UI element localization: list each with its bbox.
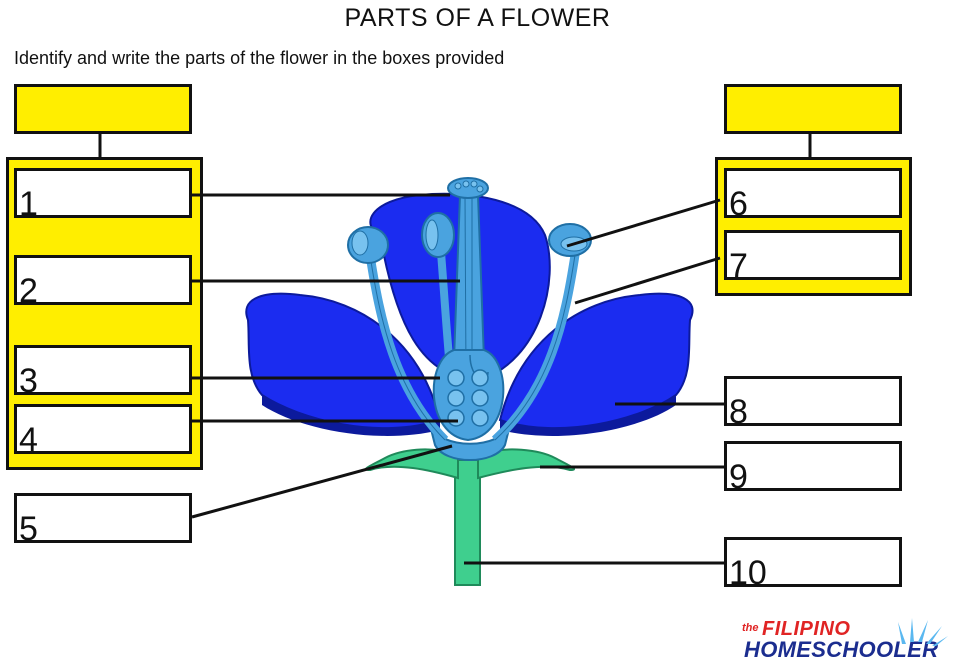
instruction-text: Identify and write the parts of the flow… (14, 48, 505, 68)
label-box-6[interactable]: 6 (724, 168, 902, 223)
anther-middle (421, 212, 455, 258)
page-title: PARTS OF A FLOWER (344, 4, 611, 32)
label-box-1[interactable]: 1 (14, 168, 192, 223)
label-number-2: 2 (19, 272, 38, 310)
logo-line2: HOMESCHOOLER (744, 637, 939, 662)
style (452, 194, 486, 361)
left-group-header-box[interactable] (14, 84, 192, 134)
label-box-8[interactable]: 8 (724, 376, 902, 431)
label-box-10[interactable]: 10 (724, 537, 902, 592)
receptacle (429, 424, 511, 461)
label-number-5: 5 (19, 510, 38, 548)
ovules (447, 369, 489, 427)
label-number-6: 6 (729, 185, 748, 223)
label-number-10: 10 (729, 554, 767, 592)
label-box-2[interactable]: 2 (14, 255, 192, 310)
leader-lines (191, 193, 726, 565)
right-petal (498, 292, 694, 430)
right-group-header-box[interactable] (724, 84, 902, 134)
label-box-9[interactable]: 9 (724, 441, 902, 496)
label-box-7[interactable]: 7 (724, 230, 902, 285)
label-box-3[interactable]: 3 (14, 345, 192, 400)
logo-line1: FILIPINO (762, 618, 851, 640)
filipino-homeschooler-logo: the FILIPINO HOMESCHOOLER (742, 618, 952, 664)
label-number-9: 9 (729, 458, 748, 496)
logo-prefix: the (742, 622, 759, 634)
label-number-4: 4 (19, 421, 38, 459)
label-number-1: 1 (19, 185, 38, 223)
label-box-5[interactable]: 5 (14, 493, 192, 548)
sun-rays-icon (898, 618, 948, 646)
label-box-4[interactable]: 4 (14, 404, 192, 459)
ovary (432, 349, 505, 442)
label-number-3: 3 (19, 362, 38, 400)
label-number-8: 8 (729, 393, 748, 431)
label-number-7: 7 (729, 247, 748, 285)
anther-left (347, 226, 389, 264)
